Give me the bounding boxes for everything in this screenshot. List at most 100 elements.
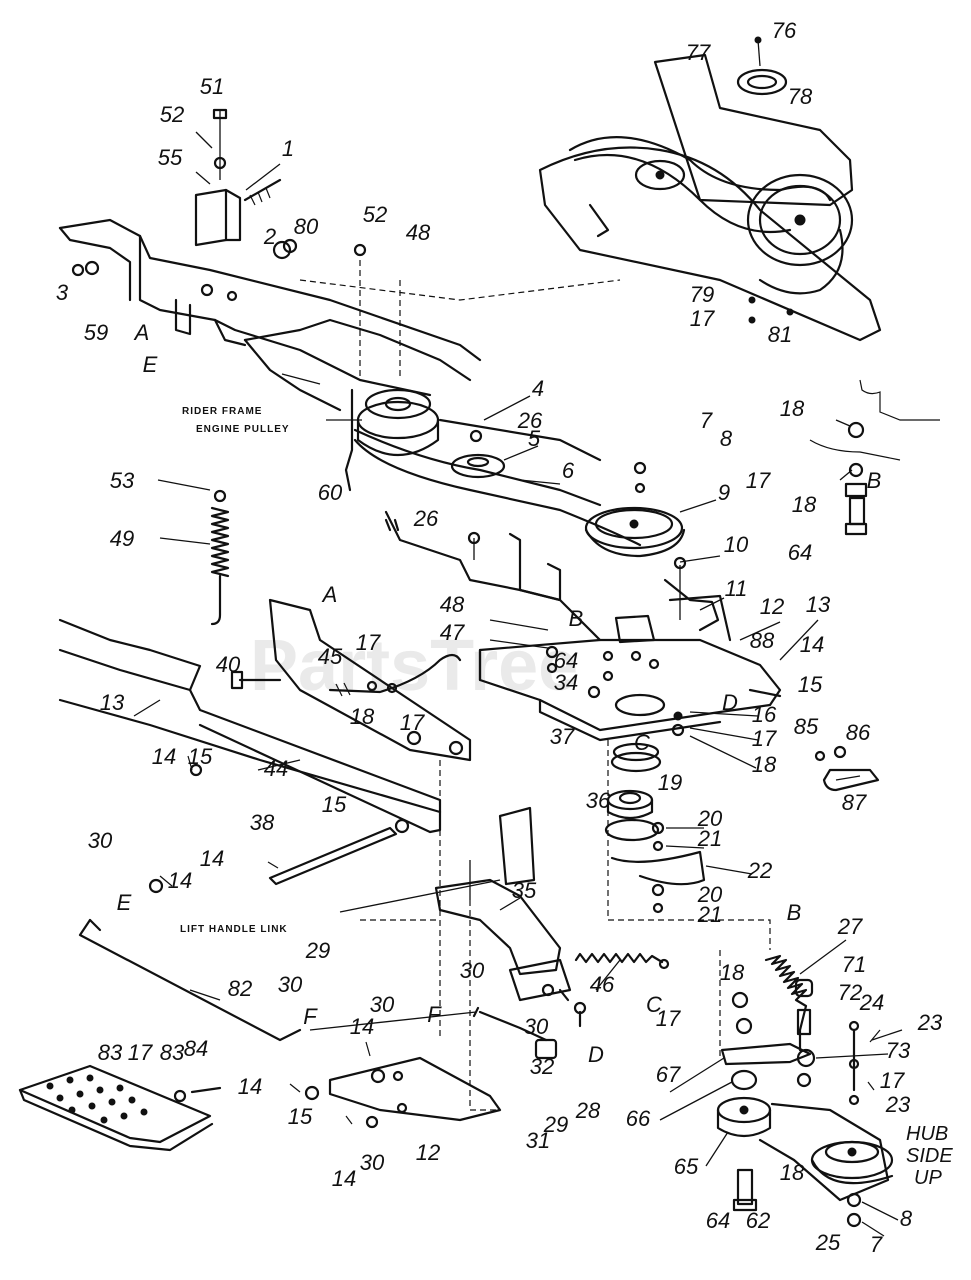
callout-18: 18 xyxy=(720,960,745,985)
callout-65: 65 xyxy=(674,1154,699,1179)
callout-53: 53 xyxy=(110,468,135,493)
callout-44: 44 xyxy=(264,756,288,781)
callout-18: 18 xyxy=(752,752,777,777)
callout-30: 30 xyxy=(278,972,303,997)
callout-14: 14 xyxy=(238,1074,262,1099)
callout-55: 55 xyxy=(158,145,183,170)
callout-34: 34 xyxy=(554,670,578,695)
callout-16: 16 xyxy=(752,702,777,727)
callout-59: 59 xyxy=(84,320,108,345)
bracket-35 xyxy=(360,760,572,1111)
callout-20: 20 xyxy=(697,806,723,831)
link-bar-87 xyxy=(814,745,880,792)
lever-45 xyxy=(328,653,462,746)
callout-81: 81 xyxy=(768,322,792,347)
arm-12 xyxy=(289,1041,502,1129)
callout-4: 4 xyxy=(532,376,544,401)
callout-84: 84 xyxy=(184,1036,208,1061)
rod-38 xyxy=(187,755,410,886)
callout-14: 14 xyxy=(332,1166,356,1191)
callout-15: 15 xyxy=(188,744,213,769)
callout-17: 17 xyxy=(400,710,425,735)
callout-88: 88 xyxy=(750,628,775,653)
callout-32: 32 xyxy=(530,1054,554,1079)
callout-3: 3 xyxy=(56,280,69,305)
engine-pulley-belt xyxy=(344,388,686,558)
callout-26: 26 xyxy=(517,408,543,433)
callout-15: 15 xyxy=(288,1104,313,1129)
callout-18: 18 xyxy=(780,396,805,421)
callout-17: 17 xyxy=(128,1040,153,1065)
callout-20: 20 xyxy=(697,882,723,907)
callout-87: 87 xyxy=(842,790,867,815)
callout-46: 46 xyxy=(590,972,615,997)
callout-15: 15 xyxy=(798,672,823,697)
upper-bracket-assembly xyxy=(194,108,282,247)
spindle-stack xyxy=(604,740,771,950)
inset-drive-pulley xyxy=(746,173,854,267)
callout-64: 64 xyxy=(788,540,812,565)
callout-23: 23 xyxy=(917,1010,943,1035)
callout-52: 52 xyxy=(160,102,184,127)
callout-83: 83 xyxy=(98,1040,123,1065)
letter-F: F xyxy=(427,1002,442,1027)
callout-83: 83 xyxy=(160,1040,185,1065)
callout-10: 10 xyxy=(724,532,749,557)
callout-17: 17 xyxy=(880,1068,905,1093)
callout-30: 30 xyxy=(88,828,113,853)
callout-6: 6 xyxy=(562,458,575,483)
callout-49: 49 xyxy=(110,526,134,551)
callout-12: 12 xyxy=(416,1140,440,1165)
callout-leader-lines xyxy=(133,131,903,1237)
callout-26: 26 xyxy=(413,506,439,531)
callout-7: 7 xyxy=(870,1232,883,1257)
callout-9: 9 xyxy=(718,480,730,505)
callout-17: 17 xyxy=(746,468,771,493)
spring-49 xyxy=(210,489,230,626)
letter-B: B xyxy=(867,468,882,493)
callout-17: 17 xyxy=(356,630,381,655)
callout-64: 64 xyxy=(554,648,578,673)
callout-8: 8 xyxy=(720,426,733,451)
callout-62: 62 xyxy=(746,1208,770,1233)
callout-18: 18 xyxy=(792,492,817,517)
caption-side: SIDE xyxy=(906,1145,953,1167)
watermark-text: PartsTree xyxy=(250,626,578,706)
inset-pulley-assembly xyxy=(538,36,882,342)
letter-E: E xyxy=(117,890,132,915)
caption-up: UP xyxy=(914,1167,942,1189)
arm-44 xyxy=(230,598,472,762)
letter-D: D xyxy=(722,690,738,715)
caption-lift-handle-link: LIFT HANDLE LINK xyxy=(180,924,288,935)
callout-35: 35 xyxy=(512,878,537,903)
callout-14: 14 xyxy=(350,1014,374,1039)
callout-67: 67 xyxy=(656,1062,681,1087)
callout-82: 82 xyxy=(228,976,252,1001)
callout-45: 45 xyxy=(318,644,343,669)
letter-C: C xyxy=(634,730,650,755)
callout-76: 76 xyxy=(772,18,797,43)
callout-30: 30 xyxy=(460,958,485,983)
lift-handle-link-82 xyxy=(78,875,302,1042)
callout-17: 17 xyxy=(690,306,715,331)
callout-77: 77 xyxy=(686,40,711,65)
callout-19: 19 xyxy=(658,770,682,795)
callout-21: 21 xyxy=(697,902,722,927)
caption-engine-pulley: ENGINE PULLEY xyxy=(196,424,290,435)
callout-48: 48 xyxy=(440,592,465,617)
letter-A: A xyxy=(321,582,338,607)
callout-80: 80 xyxy=(294,214,319,239)
callout-85: 85 xyxy=(794,714,819,739)
callout-64: 64 xyxy=(706,1208,730,1233)
caption-hub: HUB xyxy=(906,1123,948,1145)
callout-37: 37 xyxy=(550,724,575,749)
engine-pulley xyxy=(364,388,432,420)
callout-40: 40 xyxy=(216,652,241,677)
callout-28: 28 xyxy=(575,1098,601,1123)
callout-79: 79 xyxy=(690,282,714,307)
right-bolt-stack xyxy=(809,379,940,536)
letter-B: B xyxy=(787,900,802,925)
callout-48: 48 xyxy=(406,220,431,245)
